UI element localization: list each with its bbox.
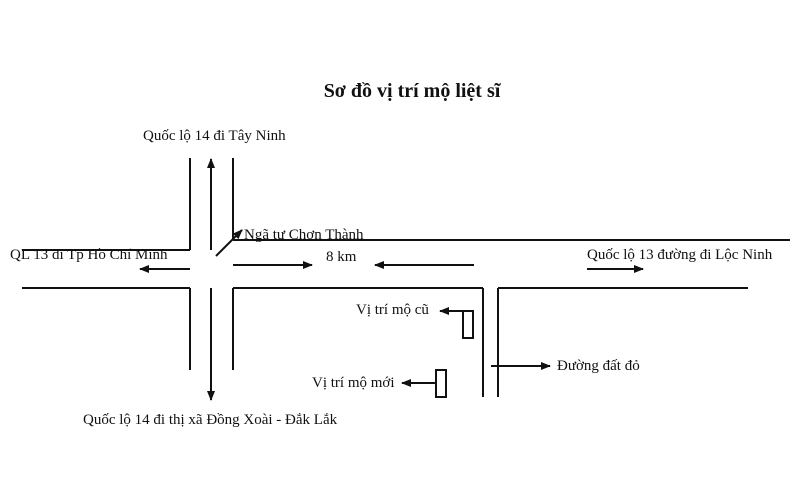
label-dirt-road: Đường đất đỏ [557, 358, 640, 374]
new-grave-marker [435, 369, 447, 398]
diagram-title: Sơ đồ vị trí mộ liệt sĩ [324, 80, 502, 102]
label-east: Quốc lộ 13 đường đi Lộc Ninh [587, 247, 773, 263]
label-new-grave: Vị trí mộ mới [312, 375, 395, 391]
label-distance: 8 km [326, 249, 357, 265]
label-west: QL 13 đi Tp Hồ Chí Minh [10, 247, 168, 263]
direction-arrows [139, 158, 644, 401]
road-lines [22, 158, 790, 397]
label-north: Quốc lộ 14 đi Tây Ninh [143, 128, 286, 144]
old-grave-marker [462, 310, 474, 339]
label-intersection: Ngã tư Chơn Thành [244, 227, 364, 243]
label-old-grave: Vị trí mộ cũ [356, 302, 429, 318]
label-south: Quốc lộ 14 đi thị xã Đồng Xoài - Đắk Lắk [83, 412, 338, 428]
arrow-intersection-pointer [215, 229, 243, 257]
